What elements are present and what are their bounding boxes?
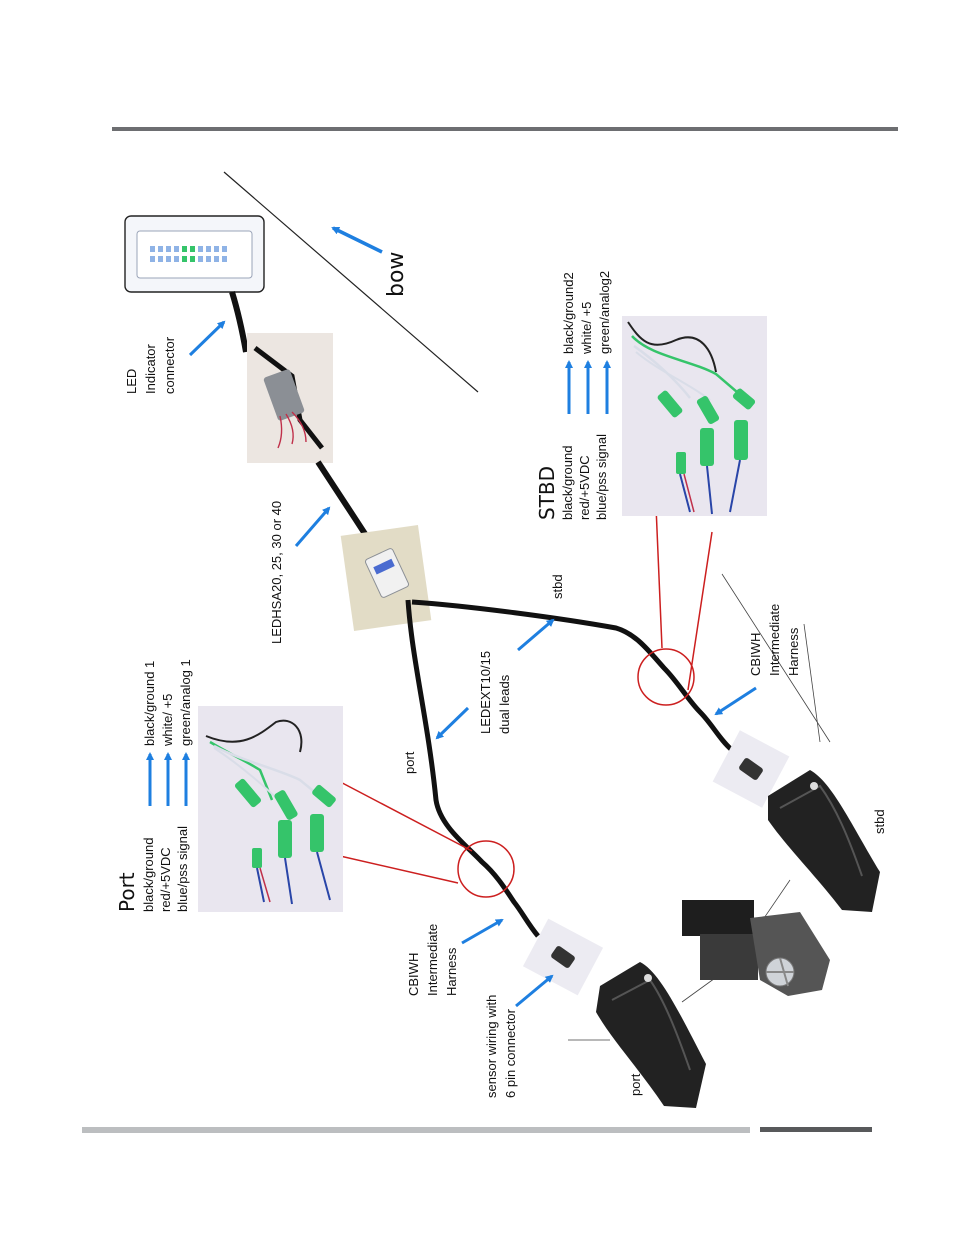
led-segment — [190, 246, 195, 252]
port-callout-circle — [457, 840, 515, 898]
led-segment — [166, 246, 171, 252]
footer-rule-dark — [760, 1127, 872, 1132]
led-segment — [222, 246, 227, 252]
port-lead-cable — [405, 599, 540, 938]
led-segment — [182, 256, 187, 262]
port-block-left: black/ground red/+5VDC blue/pss signal — [141, 826, 190, 912]
led-segment — [190, 256, 195, 262]
outboard-motor — [682, 900, 830, 996]
port-block-title: Port — [115, 872, 139, 912]
port-transducer — [596, 962, 706, 1108]
dual-leads-arrow-port — [435, 706, 470, 740]
dual-leads-arrow-stbd — [517, 618, 555, 652]
port-callout-lines — [326, 775, 473, 884]
led-cable — [229, 291, 249, 353]
plug-connector-photo — [247, 333, 333, 463]
dual-leads-label: LEDEXT10/15 dual leads — [478, 647, 512, 734]
led-segment — [158, 246, 163, 252]
stbd-block-title: STBD — [535, 466, 559, 520]
led-indicator-panel — [124, 215, 265, 293]
stbd-callout-circle — [637, 648, 695, 706]
led-segment — [214, 256, 219, 262]
stbd-block-left: black/ground red/+5VDC blue/pss signal — [560, 434, 609, 520]
bow-label: bow — [384, 252, 409, 297]
port-intermediate-arrow — [461, 918, 504, 945]
stbd-transducer — [768, 770, 880, 912]
led-segment — [206, 246, 211, 252]
port-intermediate-label: CBIWH Intermediate Harness — [406, 920, 459, 996]
led-segment — [166, 256, 171, 262]
splitter-photo — [340, 525, 432, 631]
footer-rule-light — [82, 1127, 750, 1133]
bow-arrow — [331, 226, 383, 254]
led-indicator-arrow — [188, 320, 226, 357]
main-harness-arrow — [294, 506, 331, 547]
stbd-intermediate-arrow — [714, 686, 757, 716]
led-segment — [198, 256, 203, 262]
stbd-lead-cable — [411, 599, 734, 752]
bow-hull-line — [223, 171, 479, 393]
header-rule — [112, 127, 898, 131]
led-segment — [174, 246, 179, 252]
sensor-wiring-label: sensor wiring with 6 pin connector — [484, 991, 518, 1098]
stbd-lead-label: stbd — [550, 574, 565, 599]
port-lead-label: port — [402, 751, 417, 774]
port-wires-photo — [198, 706, 343, 912]
led-segment — [174, 256, 179, 262]
stbd-wires-photo — [622, 316, 767, 516]
led-segment — [214, 246, 219, 252]
stbd-intermediate-label: CBIWH Intermediate Harness — [748, 600, 801, 676]
port-block-right: black/ground 1 white/ +5 green/analog 1 — [142, 657, 193, 747]
port-sensor-label: port — [628, 1073, 643, 1096]
led-segment — [198, 246, 203, 252]
sensor-wiring-arrow — [515, 974, 554, 1008]
port-intermediate-harness-photo — [522, 918, 604, 996]
led-segment — [182, 246, 187, 252]
main-harness-label: LEDHSA20, 25, 30 or 40 — [269, 501, 284, 644]
led-segment — [150, 256, 155, 262]
stbd-block-right: black/ground2 white/ +5 green/analog2 — [561, 269, 612, 355]
stbd-intermediate-harness-photo — [712, 730, 790, 808]
led-indicator-label: LED Indicator connector — [124, 336, 177, 394]
stbd-sensor-label: stbd — [872, 809, 887, 834]
led-segment — [206, 256, 211, 262]
led-segment — [222, 256, 227, 262]
led-segment — [150, 246, 155, 252]
led-segment — [158, 256, 163, 262]
